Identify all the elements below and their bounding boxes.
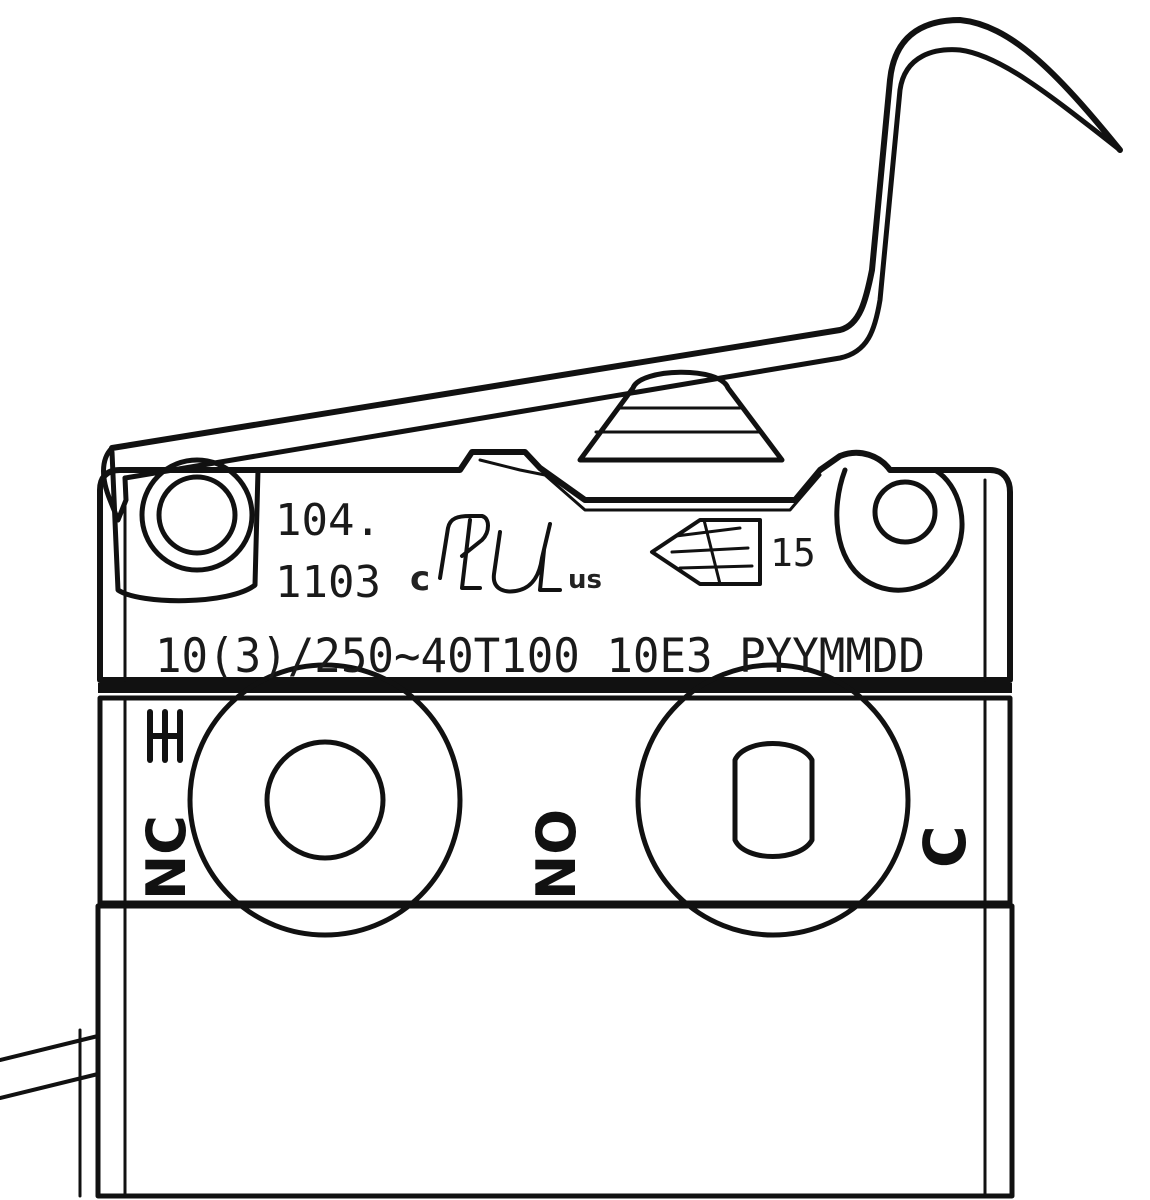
ul-recognized-mark-icon: c us: [410, 514, 602, 599]
terminal-hole-c: [635, 662, 911, 938]
lead-wire: [0, 1028, 100, 1198]
part-number-line1: 104.: [275, 495, 381, 546]
actuator-lever: [101, 17, 1123, 523]
switch-body-middle: [97, 662, 1013, 938]
terminal-label-nc: NC: [135, 815, 198, 900]
enec-mark-icon: 15: [650, 518, 816, 586]
switch-body-lower: [95, 903, 1015, 1199]
lever-hinge: [109, 449, 261, 604]
terminal-hole-nc: [187, 662, 463, 938]
plunger: [577, 369, 785, 463]
rating-text: 10(3)/250~40T100 10E3 PYYMMDD: [155, 629, 925, 684]
body-separator: [98, 683, 1012, 693]
enec-number: 15: [770, 531, 816, 575]
terminal-label-no: NO: [525, 809, 588, 900]
ul-prefix: c: [410, 559, 430, 599]
part-number-line2: 1103: [275, 557, 381, 608]
ground-symbol-icon: [147, 709, 183, 763]
terminal-label-c: C: [911, 825, 979, 868]
switch-body-upper: [97, 449, 1013, 683]
ul-suffix: us: [568, 565, 602, 595]
